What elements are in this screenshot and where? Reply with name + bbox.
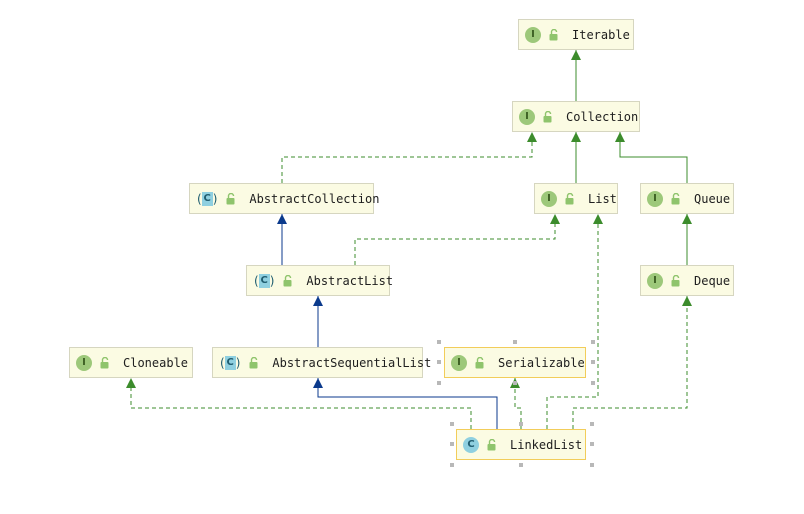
node-label: Iterable	[572, 27, 630, 42]
edge-abstract-list-to-list	[354, 214, 556, 265]
node-label: LinkedList	[510, 437, 583, 452]
arrowhead-icon	[571, 132, 581, 142]
selection-handle[interactable]	[437, 381, 441, 385]
abstract-class-badge-icon: (C)	[197, 191, 218, 206]
edge-linked-list-to-cloneable	[130, 378, 472, 429]
node-label: Cloneable	[123, 355, 189, 370]
selection-handle[interactable]	[519, 463, 523, 467]
abstract-class-badge-icon: (C)	[220, 355, 241, 370]
arrowhead-icon	[126, 378, 136, 388]
selection-handle[interactable]	[591, 381, 595, 385]
selection-handle[interactable]	[590, 463, 594, 467]
unlock-icon	[565, 192, 574, 204]
node-abstract-list[interactable]: (C) AbstractList	[246, 265, 394, 296]
unlock-icon	[671, 274, 680, 286]
selection-handle[interactable]	[513, 381, 517, 385]
interface-badge-icon: I	[76, 354, 92, 371]
arrowhead-icon	[571, 50, 581, 60]
edge-queue-to-collection	[619, 132, 688, 183]
edge-linked-list-to-deque	[572, 296, 688, 429]
selection-handle[interactable]	[590, 422, 594, 426]
selection-handle[interactable]	[450, 422, 454, 426]
arrowhead-icon	[313, 378, 323, 388]
node-queue[interactable]: I Queue	[640, 183, 734, 214]
node-label: List	[588, 191, 617, 206]
unlock-icon	[487, 438, 496, 450]
node-abstract-sequential-list[interactable]: (C) AbstractSequentialList	[212, 347, 431, 378]
edge-abstract-collection-to-collection	[281, 132, 533, 183]
node-label: AbstractCollection	[249, 191, 380, 206]
edge-linked-list-to-abstract-sequential-list	[317, 378, 498, 429]
interface-badge-icon: I	[647, 272, 663, 289]
unlock-icon	[100, 356, 109, 368]
edge-linked-list-to-serializable	[514, 378, 522, 429]
node-deque[interactable]: I Deque	[640, 265, 734, 296]
interface-badge-icon: I	[647, 190, 663, 207]
node-list[interactable]: I List	[534, 183, 618, 214]
node-serializable[interactable]: I Serializable	[444, 347, 586, 378]
arrowhead-icon	[593, 214, 603, 224]
selection-handle[interactable]	[513, 340, 517, 344]
node-linked-list[interactable]: C LinkedList	[456, 429, 586, 460]
node-label: Queue	[694, 191, 731, 206]
unlock-icon	[283, 274, 292, 286]
selection-handle[interactable]	[591, 340, 595, 344]
unlock-icon	[671, 192, 680, 204]
interface-badge-icon: I	[519, 108, 535, 125]
node-label: Deque	[694, 273, 731, 288]
interface-badge-icon: I	[541, 190, 557, 207]
arrowhead-icon	[313, 296, 323, 306]
unlock-icon	[249, 356, 258, 368]
unlock-icon	[543, 110, 552, 122]
node-abstract-collection[interactable]: (C) AbstractCollection	[189, 183, 379, 214]
selection-handle[interactable]	[590, 442, 594, 446]
arrowhead-icon	[277, 214, 287, 224]
node-label: AbstractList	[306, 273, 394, 288]
unlock-icon	[475, 356, 484, 368]
edge-linked-list-to-list	[546, 214, 599, 429]
node-iterable[interactable]: I Iterable	[518, 19, 634, 50]
selection-handle[interactable]	[437, 340, 441, 344]
selection-handle[interactable]	[450, 463, 454, 467]
interface-badge-icon: I	[451, 354, 467, 371]
abstract-class-badge-icon: (C)	[254, 273, 275, 288]
arrowhead-icon	[615, 132, 625, 142]
unlock-icon	[226, 192, 235, 204]
node-collection[interactable]: I Collection	[512, 101, 640, 132]
interface-badge-icon: I	[525, 26, 541, 43]
selection-handle[interactable]	[591, 360, 595, 364]
selection-handle[interactable]	[519, 422, 523, 426]
unlock-icon	[549, 28, 558, 40]
node-label: Serializable	[498, 355, 585, 370]
selection-handle[interactable]	[437, 360, 441, 364]
node-label: AbstractSequentialList	[272, 355, 432, 370]
selection-handle[interactable]	[450, 442, 454, 446]
node-label: Collection	[566, 109, 639, 124]
arrowhead-icon	[682, 214, 692, 224]
arrowhead-icon	[527, 132, 537, 142]
arrowhead-icon	[550, 214, 560, 224]
class-badge-icon: C	[463, 436, 479, 453]
node-cloneable[interactable]: I Cloneable	[69, 347, 193, 378]
arrowhead-icon	[682, 296, 692, 306]
